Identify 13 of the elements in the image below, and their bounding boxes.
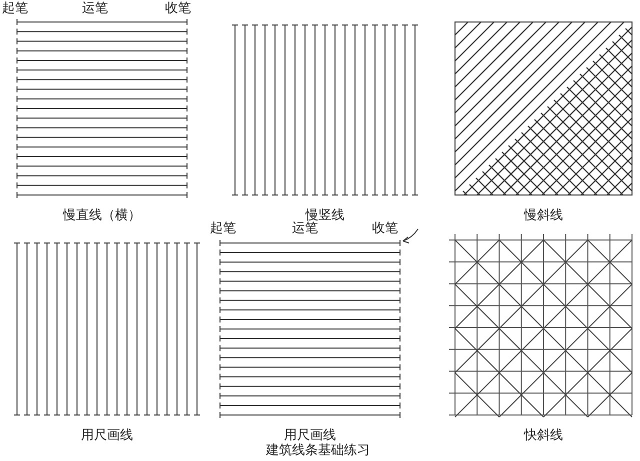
stroke-label: 运笔 — [82, 0, 108, 16]
stroke-label: 收笔 — [165, 0, 191, 16]
panel-caption: 用尺画线 — [284, 427, 336, 443]
stroke-label: 起笔 — [210, 220, 236, 236]
caption: 建筑线条基础练习 — [266, 442, 370, 458]
panel-caption: 慢竖线 — [306, 207, 344, 222]
stroke-label: 收笔 — [372, 220, 398, 236]
panel-caption: 用尺画线 — [81, 427, 133, 443]
stroke-label: 运笔 — [292, 220, 318, 236]
panel-caption: 慢直线（横） — [63, 207, 141, 223]
panel-caption: 慢斜线 — [524, 207, 563, 223]
panel-caption: 快斜线 — [524, 427, 563, 443]
stroke-label: 起笔 — [2, 0, 28, 16]
